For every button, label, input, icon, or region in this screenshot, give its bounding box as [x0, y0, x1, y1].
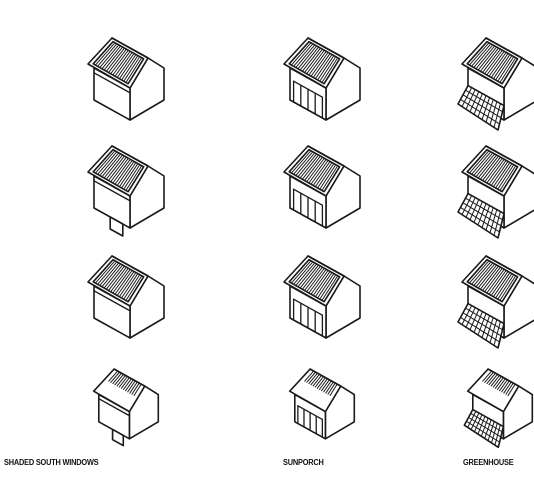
house-greenhouse-row-1 — [458, 38, 534, 130]
house-shaded-south-windows-row-3 — [88, 256, 164, 338]
label-shaded-south-windows: SHADED SOUTH WINDOWS — [4, 458, 98, 467]
house-sunporch-row-3 — [284, 256, 360, 338]
house-shaded-south-windows-row-4 — [94, 369, 159, 446]
house-shaded-south-windows-row-2 — [88, 146, 164, 236]
house-sunporch-row-1 — [284, 38, 360, 120]
house-sunporch-row-2 — [284, 146, 360, 228]
house-shaded-south-windows-row-1 — [88, 38, 164, 120]
house-greenhouse-row-4 — [464, 369, 532, 447]
label-sunporch: SUNPORCH — [283, 458, 324, 467]
house-greenhouse-row-2 — [458, 146, 534, 238]
house-greenhouse-row-3 — [458, 256, 534, 348]
label-greenhouse: GREENHOUSE — [463, 458, 514, 467]
house-sunporch-row-4 — [290, 369, 355, 439]
